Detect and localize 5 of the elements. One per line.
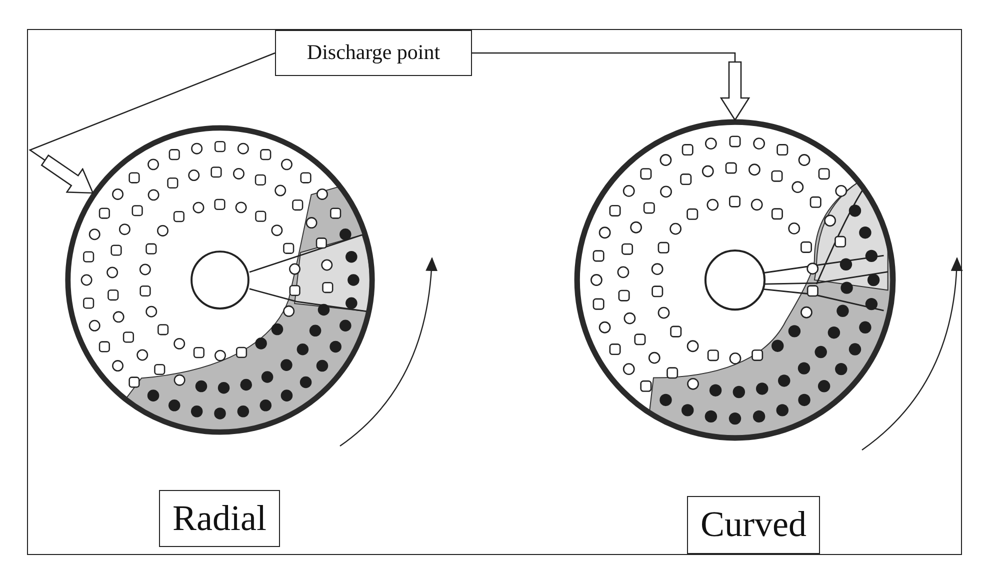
callout-label: Discharge point	[275, 30, 472, 76]
caption-label: Curved	[687, 496, 820, 554]
mill-cross-section	[572, 117, 898, 443]
caption-label: Radial	[159, 490, 280, 547]
mill-cross-section	[63, 123, 377, 437]
